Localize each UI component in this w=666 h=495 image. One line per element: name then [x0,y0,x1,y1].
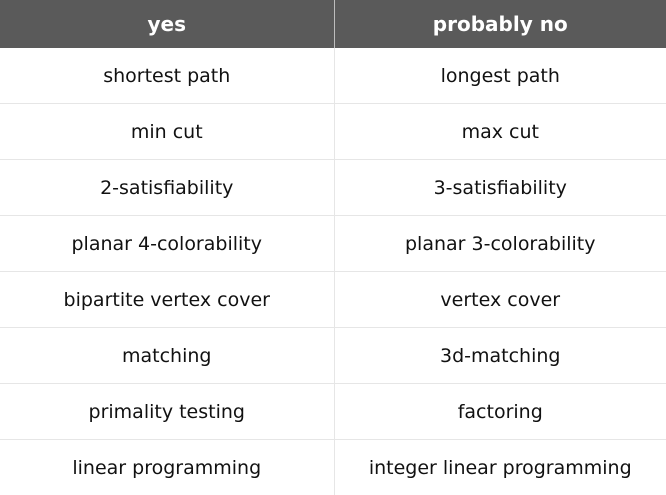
table-row: 2-satisfiability 3-satisfiability [0,160,666,216]
cell-yes: matching [0,328,334,384]
cell-probably-no: vertex cover [334,272,666,328]
table-header: yes probably no [0,0,666,48]
cell-probably-no: 3d-matching [334,328,666,384]
cell-yes: min cut [0,104,334,160]
cell-yes: planar 4-colorability [0,216,334,272]
table-row: min cut max cut [0,104,666,160]
cell-probably-no: 3-satisfiability [334,160,666,216]
table-row: bipartite vertex cover vertex cover [0,272,666,328]
cell-yes: 2-satisfiability [0,160,334,216]
table-row: linear programming integer linear progra… [0,440,666,495]
header-yes: yes [0,0,334,48]
cell-probably-no: longest path [334,48,666,104]
table-body: shortest path longest path min cut max c… [0,48,666,495]
cell-yes: bipartite vertex cover [0,272,334,328]
cell-yes: shortest path [0,48,334,104]
table-row: primality testing factoring [0,384,666,440]
cell-probably-no: factoring [334,384,666,440]
header-probably-no: probably no [334,0,666,48]
cell-probably-no: planar 3-colorability [334,216,666,272]
table-row: planar 4-colorability planar 3-colorabil… [0,216,666,272]
table-row: shortest path longest path [0,48,666,104]
cell-yes: primality testing [0,384,334,440]
cell-probably-no: integer linear programming [334,440,666,495]
header-row: yes probably no [0,0,666,48]
cell-yes: linear programming [0,440,334,495]
table-row: matching 3d-matching [0,328,666,384]
cell-probably-no: max cut [334,104,666,160]
